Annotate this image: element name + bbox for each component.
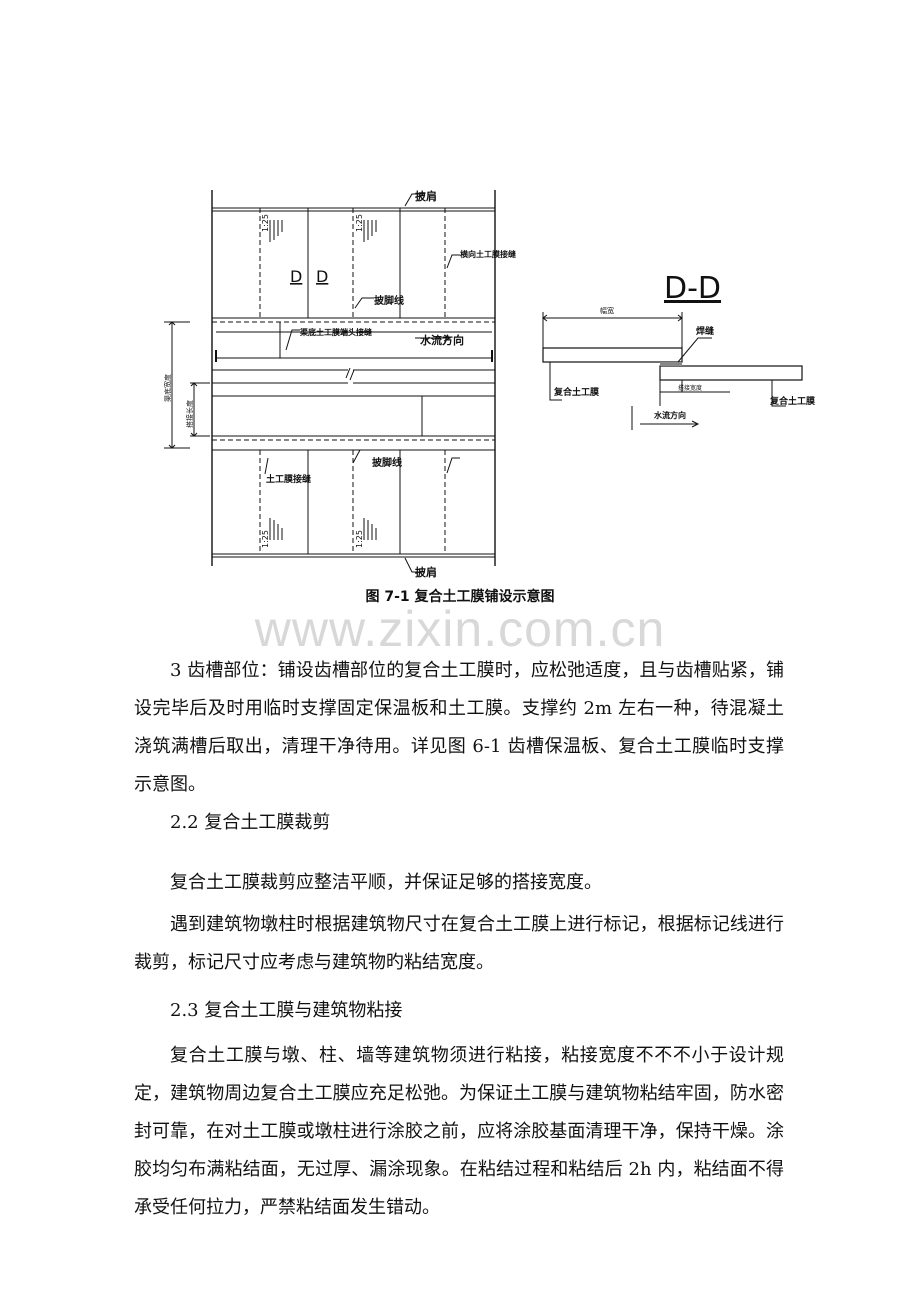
- membrane-left-label: 复合土工膜: [553, 386, 600, 398]
- d-left-label: D: [290, 267, 302, 286]
- section-flow-label: 水流方向: [653, 410, 686, 420]
- slope-bottom-left-label: 1:25: [261, 530, 270, 548]
- slope-top-left-label: 1:25: [261, 214, 270, 232]
- heading-text: 2.2 复合土工膜裁剪: [170, 812, 331, 833]
- section-heading-2-3: 2.3 复合土工膜与建筑物粘接: [134, 992, 784, 1030]
- lap-length-dim-label: 搭接长度: [185, 400, 194, 428]
- weld-label: 焊缝: [696, 325, 714, 337]
- channel-bottom-seam-label: 渠底土工膜端头接缝: [299, 327, 372, 337]
- slope-bottom-right-label: 1:25: [355, 530, 364, 548]
- plan-view: 披肩 横向土工膜接缝 D D 披脚线 渠底土工膜端头接缝 水流方向 土工膜接缝 …: [163, 189, 516, 579]
- paragraph-3: 遇到建筑物墩柱时根据建筑物尺寸在复合土工膜上进行标记，根据标记线进行裁剪，标记尺…: [134, 906, 784, 982]
- figure-caption: 图 7-1 复合土工膜铺设示意图: [365, 589, 555, 605]
- heading-text: 2.3 复合土工膜与建筑物粘接: [170, 1000, 403, 1021]
- membrane-seam-label: 土工膜接缝: [266, 473, 311, 485]
- lap-width-label: 搭接宽度: [678, 384, 702, 392]
- pijiao-top-label: 披脚线: [374, 294, 404, 307]
- paragraph-text: 复合土工膜裁剪应整洁平顺，并保证足够的搭接宽度。: [170, 872, 602, 893]
- watermark-text: www.zixin.com.cn: [254, 601, 666, 657]
- membrane-layout-figure: 披肩 横向土工膜接缝 D D 披脚线 渠底土工膜端头接缝 水流方向 土工膜接缝 …: [150, 180, 830, 580]
- pijiao-bottom-label: 披脚线: [372, 456, 402, 469]
- paragraph-4: 复合土工膜与墩、柱、墙等建筑物须进行粘接，粘接宽度不不不小于设计规定，建筑物周边…: [134, 1037, 784, 1227]
- paragraph-1: 3 齿槽部位：铺设齿槽部位的复合土工膜时，应松弛适度，且与齿槽贴紧，铺设完毕后及…: [134, 652, 784, 804]
- paragraph-2: 复合土工膜裁剪应整洁平顺，并保证足够的搭接宽度。: [134, 864, 784, 902]
- paragraph-text: 3 齿槽部位：铺设齿槽部位的复合土工膜时，应松弛适度，且与齿槽贴紧，铺设完毕后及…: [134, 660, 784, 795]
- section-view: D-D 幅宽 焊缝 搭接宽度 复合土工膜 复合土工膜 水流方向: [542, 271, 816, 430]
- figure-drawing: 披肩 横向土工膜接缝 D D 披脚线 渠底土工膜端头接缝 水流方向 土工膜接缝 …: [163, 189, 816, 579]
- section-width-label: 幅宽: [600, 306, 614, 315]
- flow-direction-label: 水流方向: [420, 333, 464, 347]
- slope-top-right-label: 1:25: [355, 214, 364, 232]
- lateral-seam-label: 横向土工膜接缝: [460, 249, 516, 259]
- paragraph-text: 遇到建筑物墩柱时根据建筑物尺寸在复合土工膜上进行标记，根据标记线进行裁剪，标记尺…: [134, 914, 784, 973]
- bottom-width-dim-label: 渠底宽度: [163, 374, 172, 402]
- pijian-bottom-label: 披肩: [415, 565, 437, 579]
- d-right-label: D: [316, 267, 328, 286]
- pijian-top-label: 披肩: [415, 189, 437, 203]
- membrane-right-label: 复合土工膜: [769, 395, 816, 407]
- section-title: D-D: [664, 271, 721, 306]
- paragraph-text: 复合土工膜与墩、柱、墙等建筑物须进行粘接，粘接宽度不不不小于设计规定，建筑物周边…: [134, 1045, 784, 1218]
- section-heading-2-2: 2.2 复合土工膜裁剪: [134, 804, 784, 842]
